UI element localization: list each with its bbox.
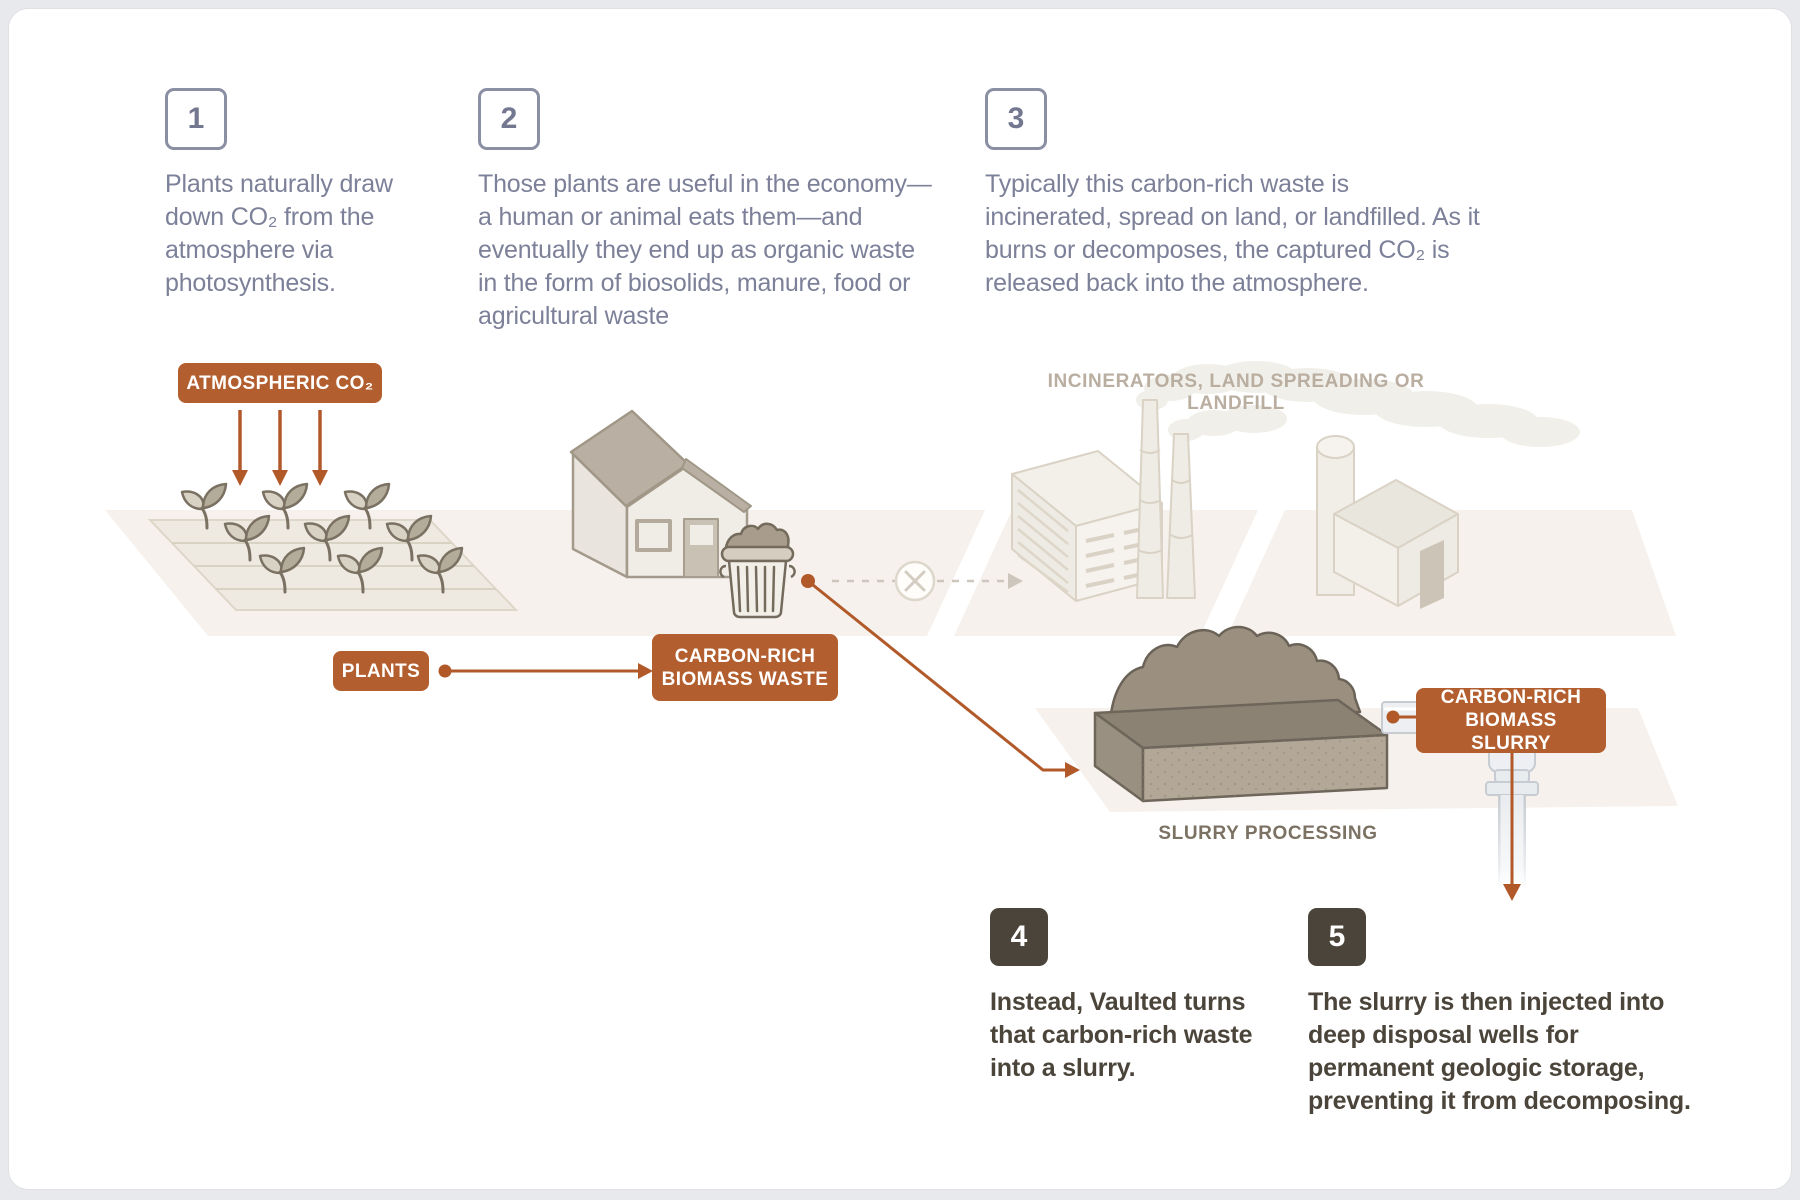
step-3-number-box: 3 (985, 88, 1047, 150)
plants-to-waste-arrow (438, 663, 653, 679)
step-4-text: Instead, Vaulted turns that carbon-rich … (990, 988, 1253, 1082)
step-2-text: Those plants are useful in the economy—a… (478, 170, 932, 330)
label-atmospheric-co2: ATMOSPHERIC CO₂ (178, 363, 382, 403)
crossed-out-icon (894, 560, 936, 602)
step-1-number-box: 1 (165, 88, 227, 150)
step-1-text: Plants naturally draw down CO₂ from the … (165, 170, 393, 297)
house-icon (569, 409, 752, 579)
step-1-number: 1 (187, 102, 205, 135)
step-5-number: 5 (1328, 920, 1346, 953)
step-5-text: The slurry is then injected into deep di… (1308, 988, 1691, 1115)
rejected-flow-arrow (832, 560, 1023, 602)
caption-incinerators: INCINERATORS, LAND SPREADING OR LANDFILL (1047, 371, 1425, 414)
slurry-pile-icon (1093, 625, 1389, 803)
step-3-text: Typically this carbon-rich waste is inci… (985, 170, 1480, 297)
step-5-number-box: 5 (1308, 908, 1366, 966)
trash-can-icon (719, 522, 796, 619)
step-3-number: 3 (1007, 102, 1025, 135)
step-2-number: 2 (500, 102, 518, 135)
step-4-number-box: 4 (990, 908, 1048, 966)
label-biomass-slurry: CARBON-RICH BIOMASS SLURRY (1416, 687, 1606, 754)
caption-slurry-processing: SLURRY PROCESSING (1158, 823, 1378, 844)
step-2-number-box: 2 (478, 88, 540, 150)
label-biomass-waste: CARBON-RICH BIOMASS WASTE (652, 634, 838, 701)
diverted-flow-arrow (801, 574, 1080, 778)
step-4-number: 4 (1010, 920, 1028, 953)
label-plants: PLANTS (333, 651, 429, 691)
injection-flow-arrow (1503, 750, 1521, 901)
factory-icon (1011, 399, 1459, 609)
co2-down-arrows-icon (232, 410, 328, 486)
